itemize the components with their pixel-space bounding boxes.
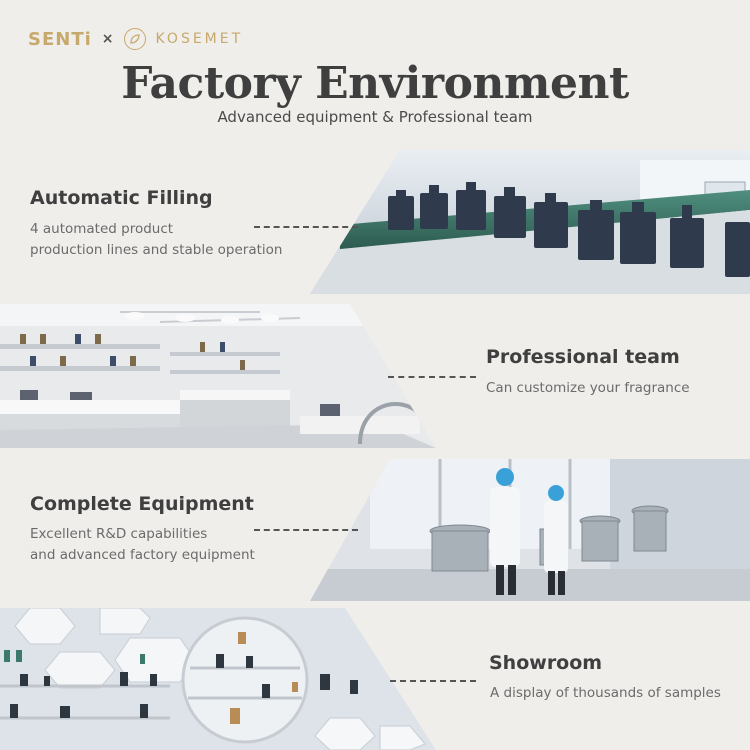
senti-logo: SENTi — [28, 28, 92, 50]
desc-line: Excellent R&D capabilities — [30, 526, 208, 542]
section-desc-professional-team: Can customize your fragrance — [486, 380, 690, 396]
section-title-professional-team: Professional team — [486, 346, 680, 368]
lab-photo — [0, 304, 436, 448]
section-desc-showroom: A display of thousands of samples — [490, 685, 721, 701]
page-subtitle: Advanced equipment & Professional team — [217, 108, 533, 126]
connector-dash-3 — [254, 529, 358, 531]
section-title-automatic-filling: Automatic Filling — [30, 187, 213, 209]
section-desc-complete-equipment: Excellent R&D capabilities and advanced … — [30, 524, 255, 566]
section-title-showroom: Showroom — [489, 652, 603, 674]
brand-separator: × — [101, 31, 114, 47]
page-title: Factory Environment — [121, 58, 629, 109]
kosemet-leaf-icon — [123, 28, 146, 50]
desc-line: and advanced factory equipment — [30, 547, 255, 563]
connector-dash-4 — [390, 680, 476, 682]
section-desc-automatic-filling: 4 automated product production lines and… — [30, 219, 283, 261]
brand-bar: SENTi × KOSEMET — [28, 27, 243, 51]
connector-dash-1 — [254, 226, 358, 228]
filling-line-photo — [310, 150, 750, 294]
equipment-photo — [310, 459, 750, 601]
showroom-photo — [0, 608, 436, 750]
kosemet-logo: KOSEMET — [155, 31, 244, 47]
desc-line: production lines and stable operation — [30, 242, 283, 258]
desc-line: 4 automated product — [30, 221, 174, 237]
connector-dash-2 — [388, 376, 476, 378]
section-title-complete-equipment: Complete Equipment — [30, 493, 254, 515]
